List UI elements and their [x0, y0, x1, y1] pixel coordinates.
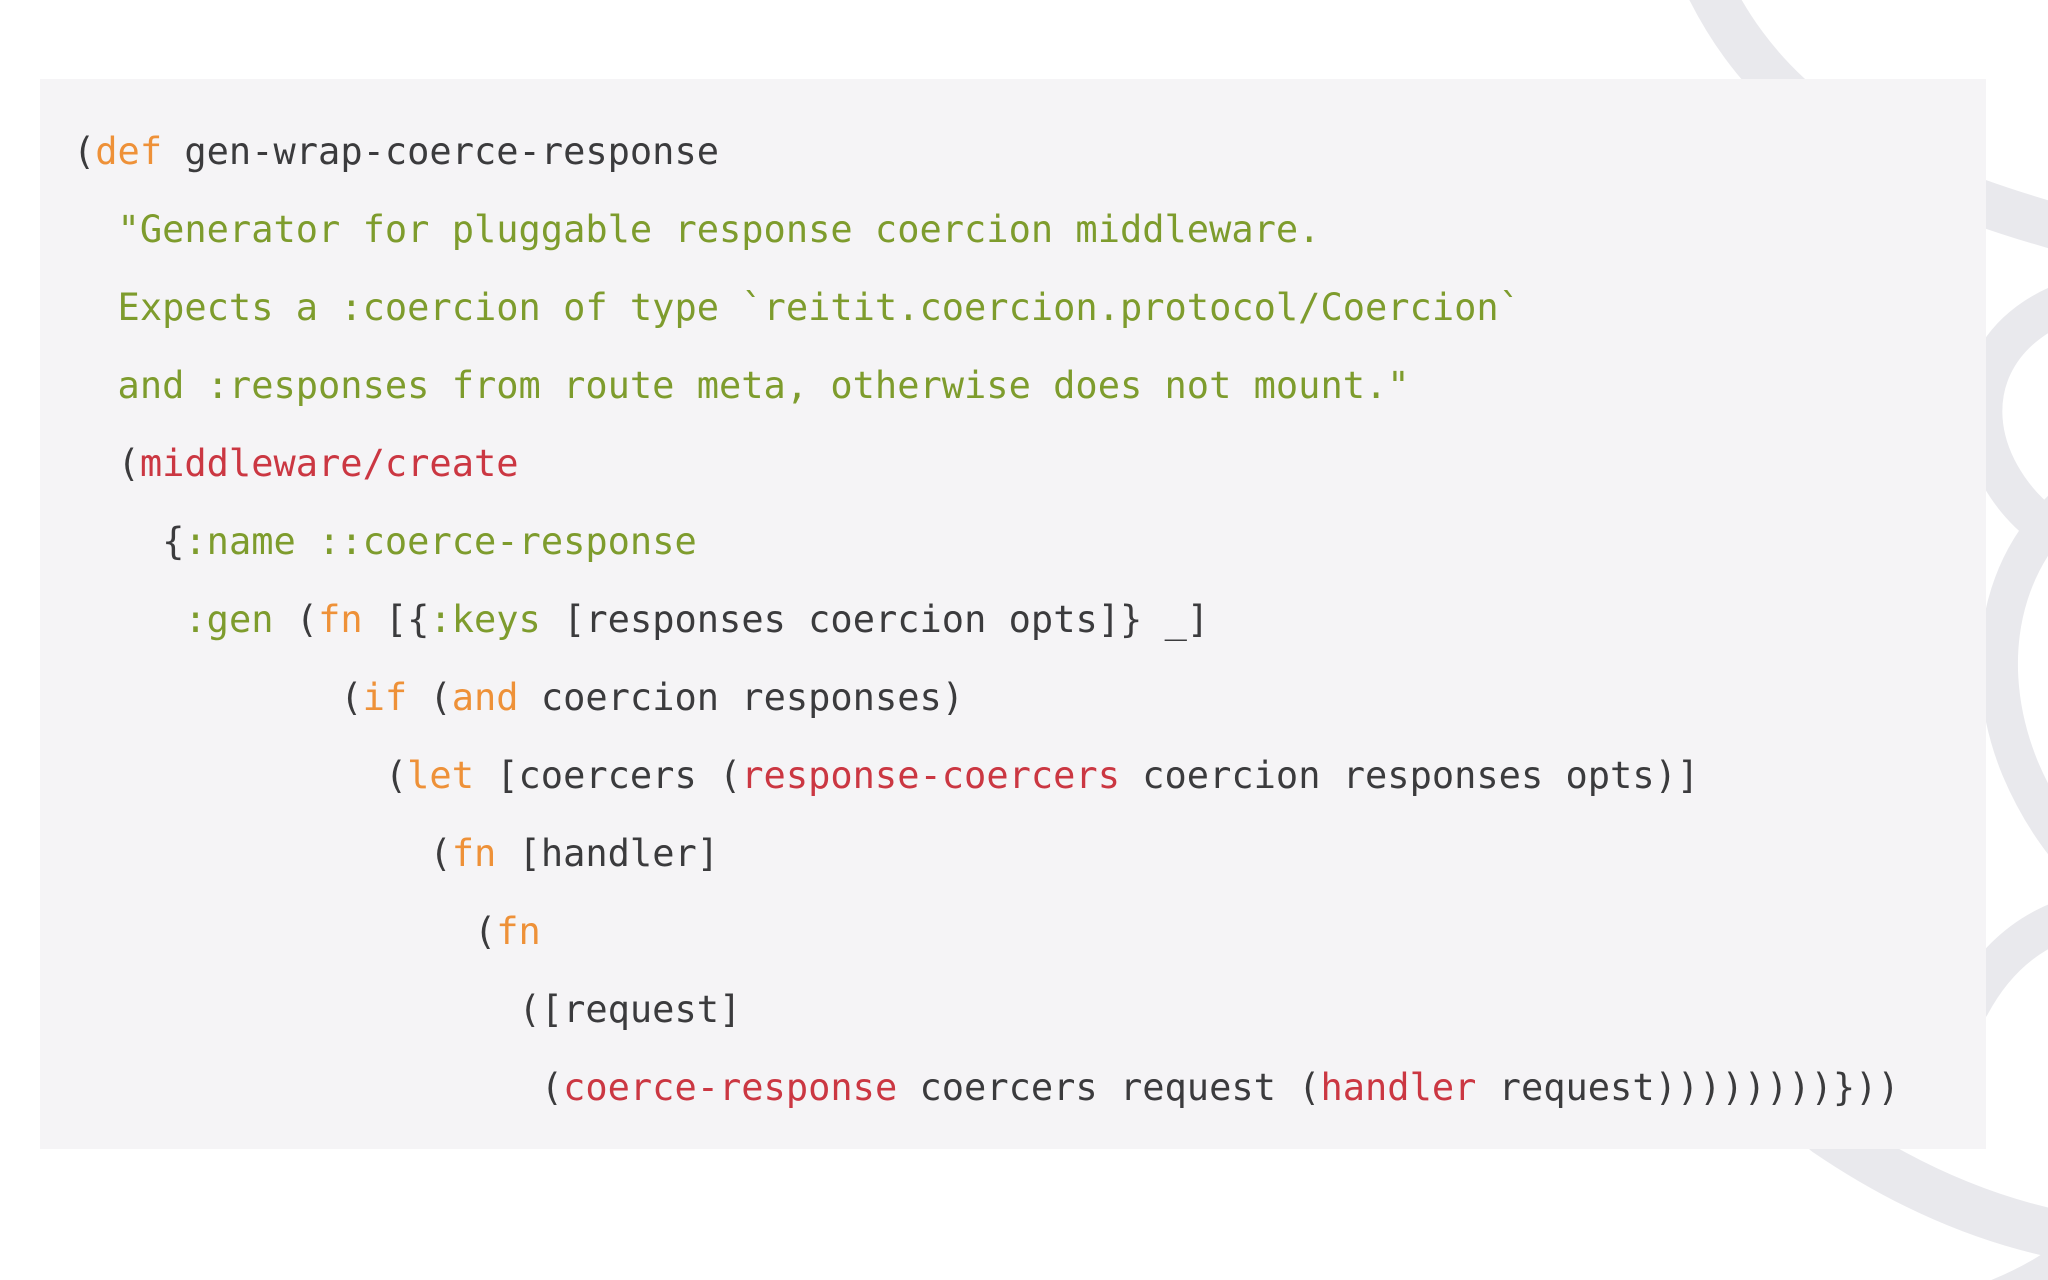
code-line: Expects a :coercion of type `reitit.coer… — [73, 269, 1900, 347]
code-token: ( — [273, 598, 319, 641]
code-token: middleware/create — [139, 442, 519, 485]
code-token: coerce-response — [563, 1066, 898, 1109]
code-token: [handler] — [496, 832, 720, 875]
code-token: ( — [407, 676, 452, 719]
code-token: ( — [73, 442, 140, 485]
code-token: "Generator for pluggable response coerci… — [73, 208, 1321, 251]
code-token: request))))))))})) — [1476, 1066, 1900, 1109]
code-token: [coercers ( — [473, 754, 742, 797]
code-line: (middleware/create — [73, 425, 1900, 503]
code-token: def — [95, 130, 163, 173]
code-line: (def gen-wrap-coerce-response — [73, 113, 1900, 191]
swirl-right-arc — [1979, 496, 2048, 854]
code-line: (coerce-response coercers request (handl… — [73, 1049, 1900, 1127]
code-token: ([request] — [73, 988, 742, 1031]
code-token: fn — [496, 910, 541, 953]
code-token: :keys — [429, 598, 541, 641]
code-token: and — [451, 676, 519, 719]
code-line: (fn [handler] — [73, 815, 1900, 893]
code-token: coercion responses) — [518, 676, 965, 719]
code-token: :name — [184, 520, 296, 563]
code-token: coercers request ( — [897, 1066, 1321, 1109]
code-line: (let [coercers (response-coercers coerci… — [73, 737, 1900, 815]
code-token: fn — [451, 832, 497, 875]
code-token: :gen — [184, 598, 274, 641]
code-token: [responses coercion opts]} _] — [540, 598, 1210, 641]
code-line: "Generator for pluggable response coerci… — [73, 191, 1900, 269]
code-token: ( — [73, 130, 96, 173]
swirl-bottom-band — [1802, 1108, 2048, 1257]
code-token: [{ — [362, 598, 430, 641]
code-token: Expects a :coercion of type `reitit.coer… — [73, 286, 1521, 329]
code-line: :gen (fn [{:keys [responses coercion opt… — [73, 581, 1900, 659]
code-token: { — [73, 520, 185, 563]
code-token: response-coercers — [741, 754, 1120, 797]
code-token: if — [362, 676, 408, 719]
code-token: handler — [1320, 1066, 1477, 1109]
code-token: let — [407, 754, 474, 797]
code-token: ::coerce-response — [318, 520, 697, 563]
swirl-right-hook — [1962, 288, 2048, 553]
code-line: (fn — [73, 893, 1900, 971]
code-token: ( — [73, 832, 452, 875]
code-line: and :responses from route meta, otherwis… — [73, 347, 1900, 425]
code-token: fn — [318, 598, 363, 641]
code-token: ( — [73, 676, 363, 719]
code-line: ([request] — [73, 971, 1900, 1049]
swirl-corner-leaf — [1950, 904, 2048, 1025]
code-line: (if (and coercion responses) — [73, 659, 1900, 737]
code-token: coercion responses opts)] — [1119, 754, 1700, 797]
code-panel: (def gen-wrap-coerce-response "Generator… — [40, 79, 1986, 1149]
code-line: {:name ::coerce-response — [73, 503, 1900, 581]
code-token — [73, 598, 184, 641]
code-token — [296, 520, 318, 563]
code-token: gen-wrap-coerce-response — [162, 130, 720, 173]
code-token: ( — [73, 910, 497, 953]
code-token: ( — [73, 754, 408, 797]
code-block: (def gen-wrap-coerce-response "Generator… — [73, 113, 1900, 1127]
code-token: ( — [73, 1066, 564, 1109]
code-token: and :responses from route meta, otherwis… — [73, 364, 1410, 407]
